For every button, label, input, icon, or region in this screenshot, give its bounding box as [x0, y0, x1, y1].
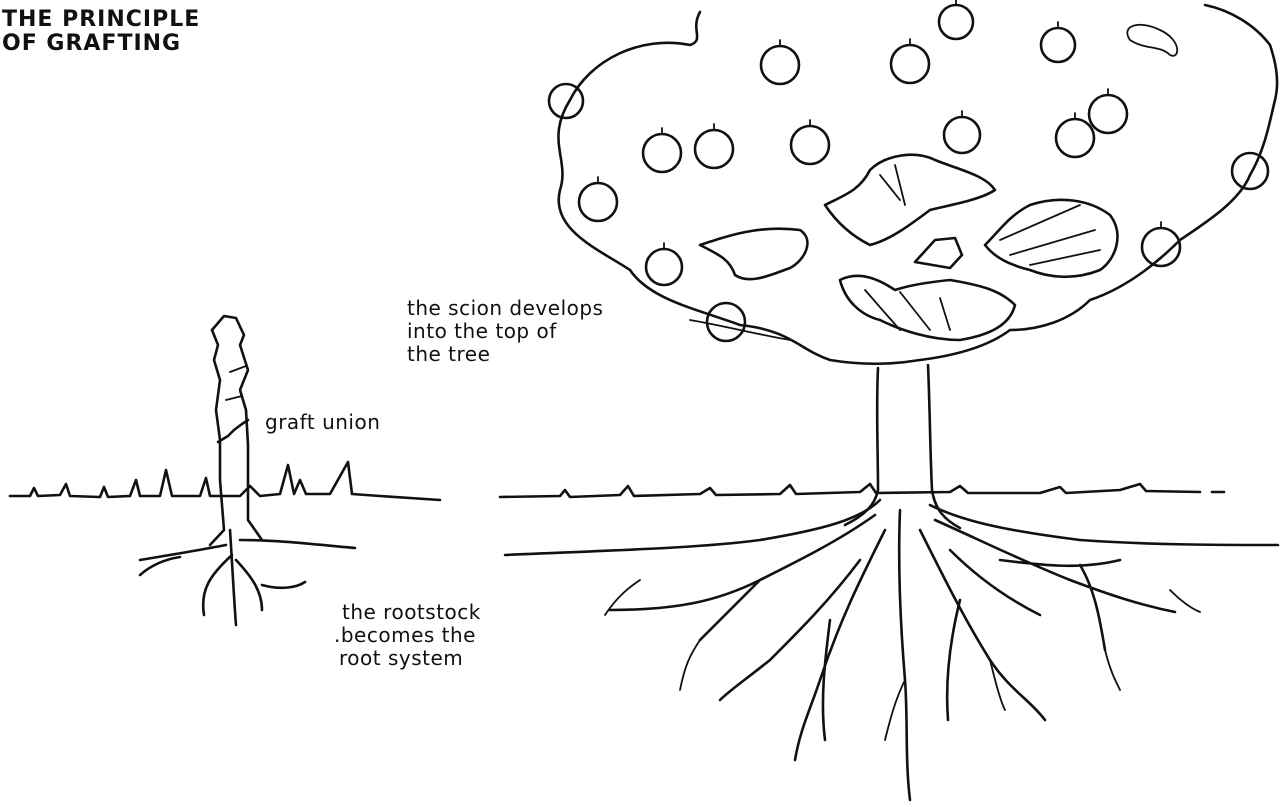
fruit [944, 117, 980, 153]
fruit [891, 45, 929, 83]
mature-tree [500, 0, 1278, 800]
fruit [579, 183, 617, 221]
rootstock-label-line-3: root system [339, 647, 463, 669]
fruit [939, 5, 973, 39]
scion-label-line-3: the tree [407, 343, 490, 365]
diagram-title-line-1: THE PRINCIPLE [2, 8, 200, 32]
graft-union-mark [218, 420, 248, 442]
fruit [1056, 119, 1094, 157]
fruit [707, 303, 745, 341]
fruit [695, 130, 733, 168]
trunk [845, 365, 960, 528]
fruit [761, 46, 799, 84]
fruit [643, 134, 681, 172]
fruit [1232, 153, 1268, 189]
ground-line-right [500, 484, 1224, 497]
roots-right [505, 500, 1278, 800]
roots-left [140, 530, 355, 625]
fruit [1041, 28, 1075, 62]
rootstock-label-line-1: the rootstock [342, 601, 481, 623]
fruit [791, 126, 829, 164]
canopy-outline [558, 5, 1277, 364]
ground-line-left [10, 462, 440, 500]
scion-leader-line [690, 320, 790, 340]
young-graft-plant [10, 316, 440, 625]
fruit [646, 249, 682, 285]
fruit [1089, 95, 1127, 133]
diagram-title-line-2: OF GRAFTING [2, 32, 181, 56]
scion-label-line-2: into the top of [407, 320, 557, 342]
rootstock-label-line-2: .becomes the [334, 624, 476, 646]
graft-union-label: graft union [265, 411, 380, 433]
scion-label-line-1: the scion develops [407, 297, 603, 319]
fruit-cluster [549, 0, 1268, 341]
fruit [549, 84, 583, 118]
